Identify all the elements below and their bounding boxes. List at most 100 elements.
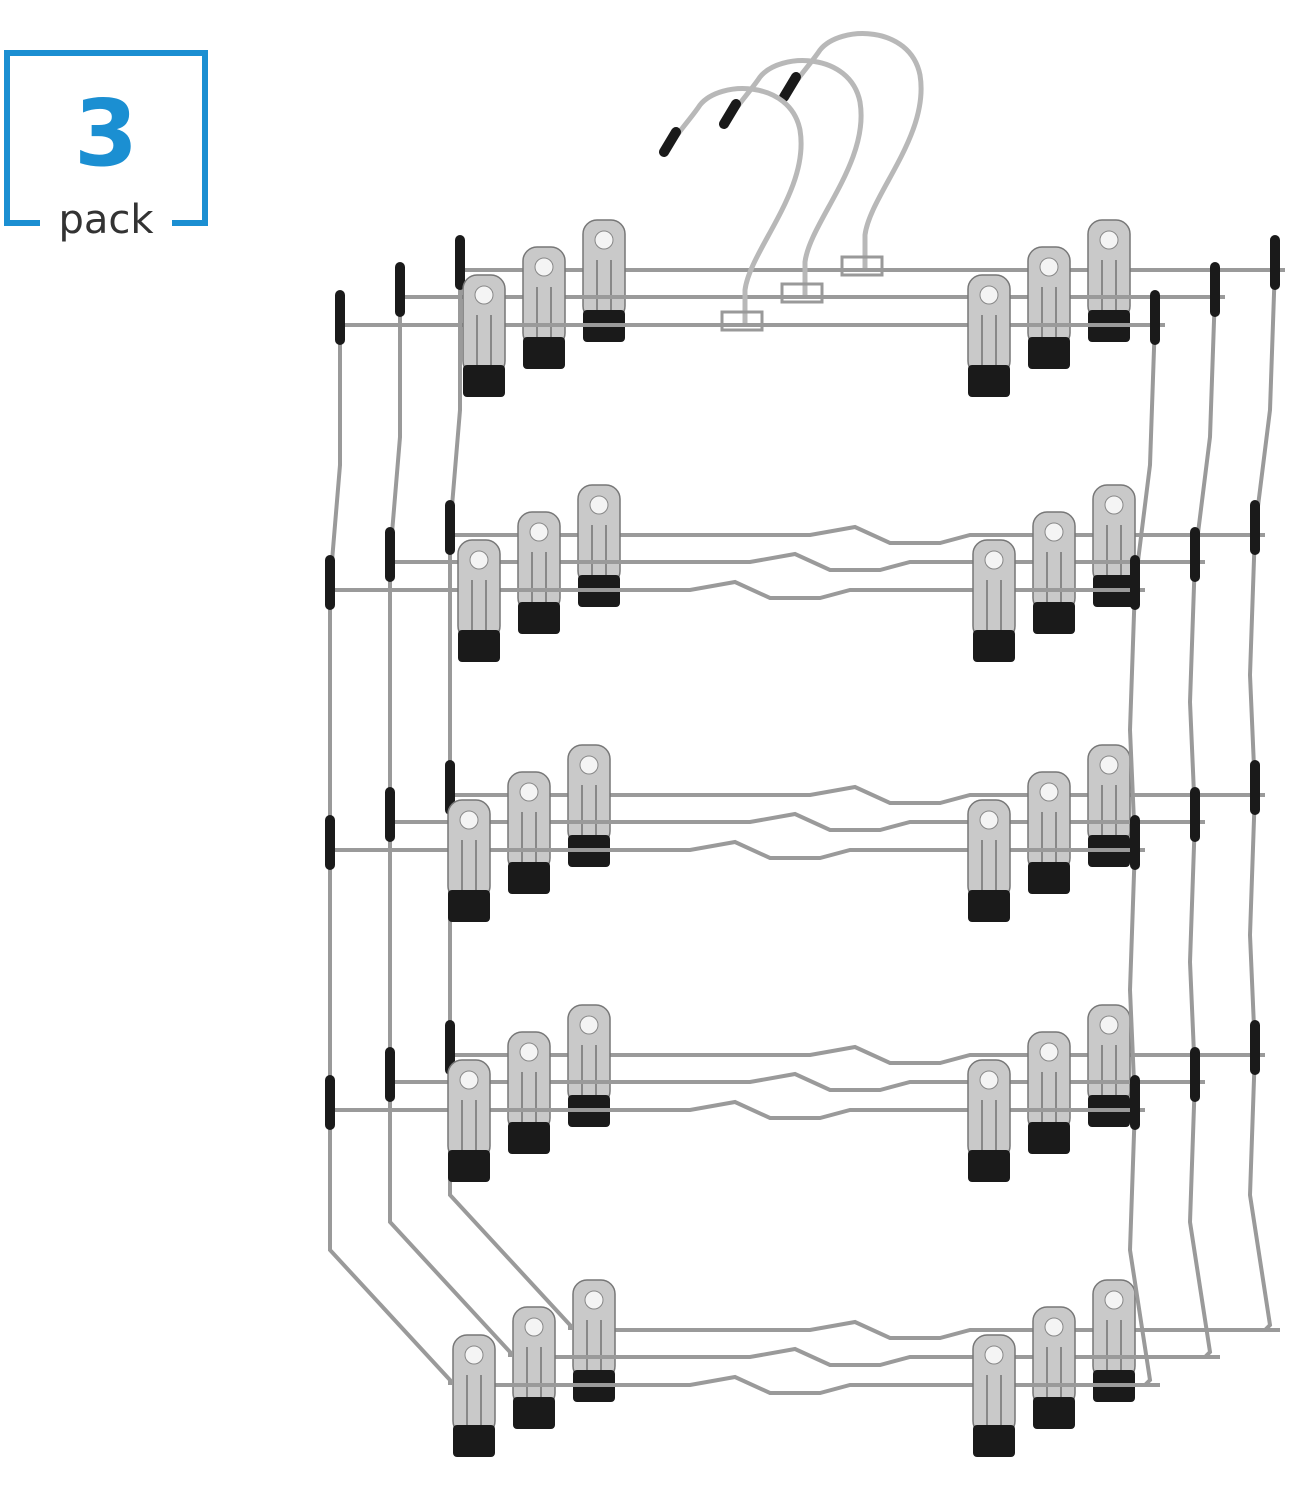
clip: [447, 799, 491, 922]
clip: [1027, 1031, 1071, 1154]
badge-frame: [4, 50, 208, 226]
clip: [972, 539, 1016, 662]
clip-rubber-tip: [508, 1122, 550, 1154]
clip: [967, 274, 1011, 397]
clip-rivet: [519, 1042, 539, 1062]
clip-rubber-tip: [518, 602, 560, 634]
clip-rivet: [464, 1345, 484, 1365]
clip-rivet: [1044, 522, 1064, 542]
hanger-1: [325, 86, 1165, 1457]
clip-rubber-tip: [1028, 337, 1070, 369]
clip-rivet: [589, 495, 609, 515]
tier-bar: [455, 524, 1265, 545]
clip-rivet: [1044, 1317, 1064, 1337]
tier-bar: [335, 579, 1145, 600]
tier-bar: [395, 811, 1205, 832]
hook: [665, 86, 804, 325]
clip: [1027, 771, 1071, 894]
clip-rivet: [529, 522, 549, 542]
clip-rubber-tip: [1028, 862, 1070, 894]
clip-rivet: [1099, 230, 1119, 250]
badge-frame-right-foot: [172, 220, 208, 226]
badge-label: pack: [58, 197, 154, 243]
side-wire-left: [328, 320, 452, 1385]
tier-bar: [335, 1099, 1145, 1120]
hanger-3: [445, 31, 1285, 1402]
clip-rivet: [579, 755, 599, 775]
tier-bar: [455, 1374, 1160, 1395]
clip: [447, 1059, 491, 1182]
clip-rivet: [1099, 755, 1119, 775]
clip-rivet: [1039, 782, 1059, 802]
clip-rivet: [1104, 495, 1124, 515]
hook-tip: [719, 99, 741, 129]
hanger-2: [385, 58, 1225, 1429]
clip-rivet: [459, 1070, 479, 1090]
clip-rivet: [1099, 1015, 1119, 1035]
clip-rivet: [979, 1070, 999, 1090]
hook-tip: [779, 72, 801, 102]
clip-rivet: [594, 230, 614, 250]
clip: [462, 274, 506, 397]
side-wire-right: [1187, 291, 1217, 1359]
clip-rubber-tip: [968, 1150, 1010, 1182]
clip-rubber-tip: [458, 630, 500, 662]
clip-rivet: [474, 285, 494, 305]
clip-rivet: [469, 550, 489, 570]
clip-rubber-tip: [968, 890, 1010, 922]
clip: [522, 246, 566, 369]
clip: [1027, 246, 1071, 369]
clip: [967, 799, 1011, 922]
tier-bar: [575, 1319, 1280, 1340]
clip: [457, 539, 501, 662]
badge-frame-left-foot: [4, 220, 40, 226]
side-wire-right: [1247, 264, 1277, 1332]
clip-rivet: [579, 1015, 599, 1035]
tier-bar: [395, 1071, 1205, 1092]
hook-bracket: [780, 282, 824, 304]
clip: [507, 1031, 551, 1154]
side-wire-left: [388, 292, 512, 1357]
clip-rivet: [1104, 1290, 1124, 1310]
pack-count-badge: 3 pack: [4, 50, 208, 240]
clip-rivet: [979, 810, 999, 830]
clip-rivet: [459, 810, 479, 830]
hook-bracket: [840, 255, 884, 277]
clip-rubber-tip: [463, 365, 505, 397]
tier-bar: [395, 551, 1205, 572]
side-wire-right: [1127, 319, 1157, 1387]
clip-rivet: [519, 782, 539, 802]
clip-rivet: [1039, 1042, 1059, 1062]
clip-rivet: [534, 257, 554, 277]
clip: [1032, 1306, 1076, 1429]
clip-rivet: [984, 1345, 1004, 1365]
hook-tip: [659, 127, 681, 157]
clip: [507, 771, 551, 894]
tier-bar: [515, 1346, 1220, 1367]
clip-rubber-tip: [1033, 1397, 1075, 1429]
clip: [452, 1334, 496, 1457]
clip: [972, 1334, 1016, 1457]
clip: [967, 1059, 1011, 1182]
badge-number: 3: [73, 80, 138, 187]
tier-bar: [455, 1044, 1265, 1065]
clip-rivet: [1039, 257, 1059, 277]
clip-rubber-tip: [523, 337, 565, 369]
clip-rubber-tip: [973, 1425, 1015, 1457]
clip-rubber-tip: [973, 630, 1015, 662]
hook-bracket: [720, 310, 764, 332]
clip: [517, 511, 561, 634]
clip-rubber-tip: [1033, 602, 1075, 634]
clip-rubber-tip: [453, 1425, 495, 1457]
tier-bar: [335, 839, 1145, 860]
clip-rubber-tip: [448, 890, 490, 922]
clip-rubber-tip: [448, 1150, 490, 1182]
clip-rubber-tip: [1028, 1122, 1070, 1154]
clip-rivet: [984, 550, 1004, 570]
tier-bar: [455, 784, 1265, 805]
clip-rivet: [524, 1317, 544, 1337]
clip: [512, 1306, 556, 1429]
clip-rivet: [979, 285, 999, 305]
clip: [1032, 511, 1076, 634]
